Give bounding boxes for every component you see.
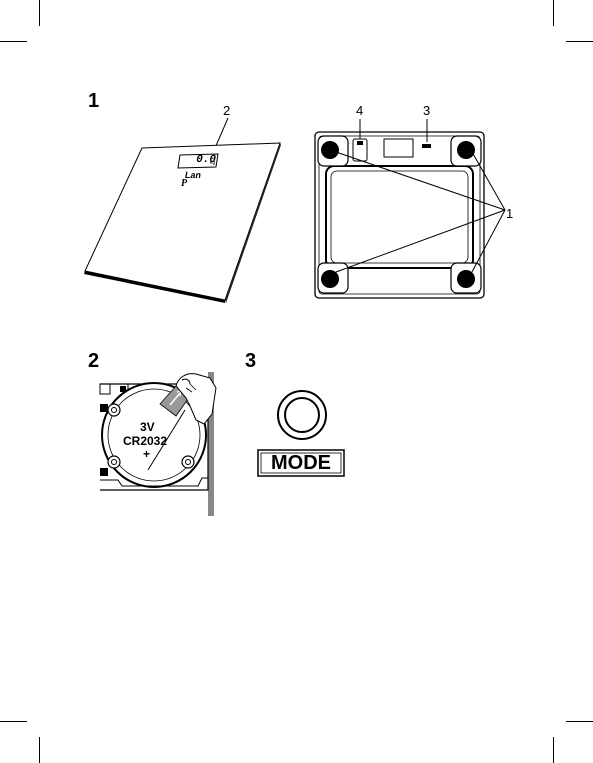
mode-button-label: MODE — [258, 450, 344, 476]
